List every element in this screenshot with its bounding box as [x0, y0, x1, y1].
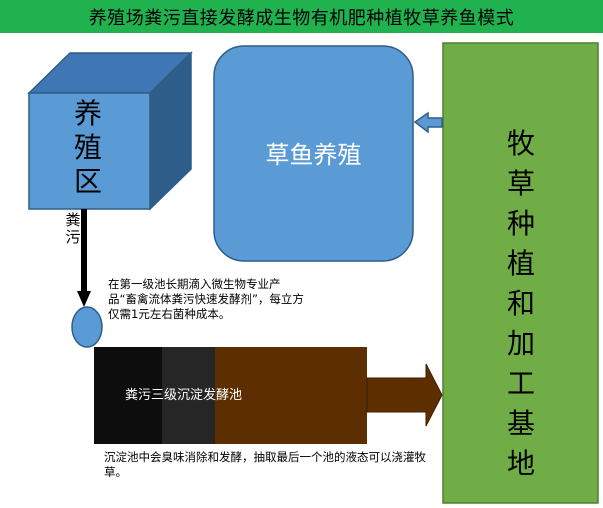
left-arrow-icon [413, 111, 443, 134]
forage-label-char: 地 [506, 447, 535, 480]
tank-stage-2 [162, 347, 215, 444]
forage-label-char: 和 [506, 287, 535, 320]
page-title: 养殖场粪污直接发酵成生物有机肥种植牧草养鱼模式 [0, 0, 603, 35]
tank-label: 粪污三级沉淀发酵池 [125, 388, 243, 403]
manure-arrow-label: 粪 污 [62, 213, 84, 247]
fermentation-tank [94, 347, 443, 444]
forage-base-box [442, 42, 599, 504]
forage-label-char: 基 [506, 407, 535, 440]
forage-base-label: 牧 草 种 植 和 加 工 基 地 [491, 130, 551, 490]
manure-label-char: 污 [65, 228, 81, 246]
cube-front-face [28, 92, 151, 210]
forage-label-char: 加 [506, 327, 535, 360]
tank-stage-1 [94, 347, 162, 444]
breeding-label-char: 殖 [73, 131, 102, 164]
right-arrow-icon [366, 363, 443, 427]
forage-label-char: 工 [506, 367, 535, 400]
fish-farming-label: 草鱼养殖 [265, 141, 362, 169]
forage-label-char: 牧 [506, 127, 535, 160]
breeding-label-char: 养 [73, 97, 102, 130]
forage-label-char: 植 [506, 247, 535, 280]
breeding-area-label: 养 殖 区 [58, 100, 118, 202]
circle-drop-icon [71, 306, 103, 348]
breeding-area-cube [27, 51, 193, 211]
fish-farming-box [213, 45, 414, 262]
down-arrow-icon [77, 209, 91, 307]
breeding-label-char: 区 [73, 165, 102, 198]
bottom-note-text: 沉淀池中会臭味消除和发酵，抽取最后一个池的液态可以浇灌牧草。 [104, 450, 426, 479]
tank-stage-3 [215, 347, 367, 444]
manure-label-char: 粪 [65, 211, 81, 229]
forage-label-char: 草 [506, 167, 535, 200]
forage-label-char: 种 [506, 207, 535, 240]
fermentation-tip-text: 在第一级池长期滴入微生物专业产品“畜禽流体粪污快速发酵剂”，每立方仅需1元左右菌… [108, 277, 304, 321]
